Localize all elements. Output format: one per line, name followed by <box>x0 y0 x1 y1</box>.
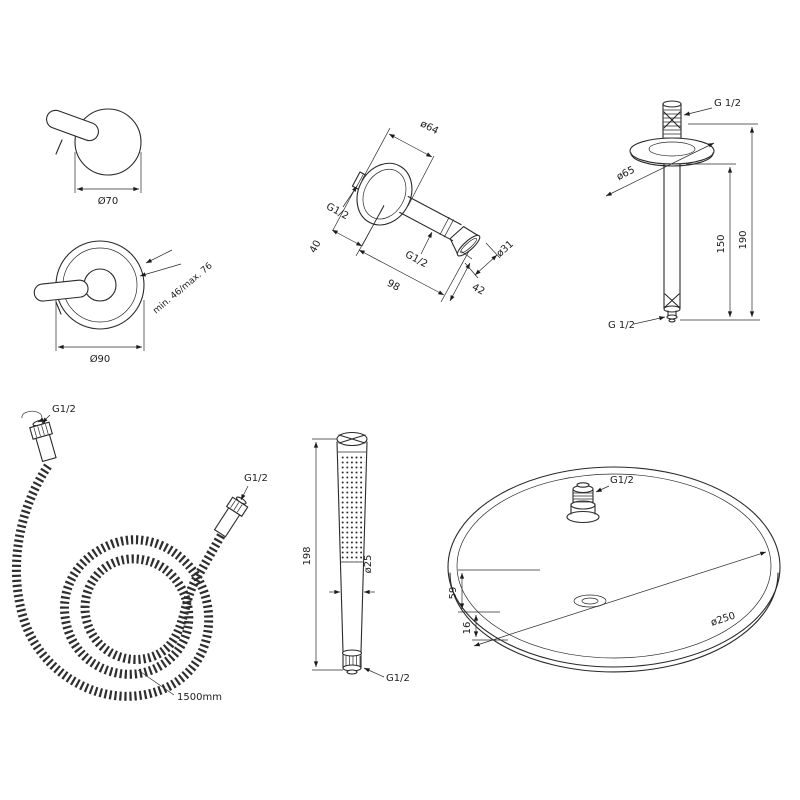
handle-hub <box>83 268 117 302</box>
dim-label-depth: min. 46/max. 76 <box>152 261 215 316</box>
thread-label-bottom: G 1/2 <box>608 320 635 331</box>
dim-label-16: 16 <box>462 622 473 635</box>
dim-label-98: 98 <box>385 278 401 294</box>
dim-label-dia31: ø31 <box>495 239 516 260</box>
dim-label-42: 42 <box>470 282 486 298</box>
rain-head-drawing: G1/2 59 16 ø250 <box>447 466 781 673</box>
pipe-cross <box>664 293 680 308</box>
dim-label-dia90: Ø90 <box>90 353 111 365</box>
dim-label-1500mm: 1500mm <box>177 692 222 703</box>
thread-label-hose-inlet: G1/2 <box>52 404 76 415</box>
escutcheon-circle <box>74 108 142 176</box>
shower-hose-drawing: G1/2 G1/2 1500mm <box>11 404 268 703</box>
mixer-trim-small-drawing: Ø70 <box>46 108 142 207</box>
mixer-handle <box>46 109 99 142</box>
handle-tab <box>55 301 62 315</box>
dim-label-dia70: Ø70 <box>98 195 119 207</box>
top-thread <box>662 103 682 141</box>
head-disc <box>447 466 781 668</box>
mixer-trim-large-drawing: min. 46/max. 76 Ø90 <box>33 240 215 365</box>
rotate-arrow-icon <box>21 410 45 423</box>
dim-label-dia65: ø65 <box>615 165 637 183</box>
thread-label-outlet: G1/2 <box>403 249 429 270</box>
hose-coil <box>11 463 226 701</box>
spray-cross <box>338 434 366 444</box>
mixer-handle <box>33 279 89 302</box>
handle-tab <box>55 139 63 155</box>
hose-fitting-inlet <box>29 419 57 463</box>
head-connector <box>566 482 600 524</box>
grip-texture <box>339 455 365 562</box>
elbow-pipe <box>399 195 462 242</box>
hand-shower-drawing: 198 ø25 G1/2 <box>302 431 410 684</box>
wall-flange <box>356 162 413 226</box>
dim-label-150: 150 <box>716 234 727 253</box>
thread-label-hose-outlet: G1/2 <box>244 473 268 484</box>
coupling-nut <box>342 654 362 669</box>
arm-pipe <box>663 154 681 309</box>
dim-label-198: 198 <box>302 546 313 565</box>
wall-outlet-elbow-drawing: ø64 G1/2 40 98 G1/2 42 ø31 <box>308 119 516 303</box>
wand-body <box>336 441 368 653</box>
dim-label-dia25: ø25 <box>363 555 374 574</box>
dim-label-40: 40 <box>308 239 324 255</box>
dim-label-59: 59 <box>448 587 459 600</box>
dim-label-190: 190 <box>738 230 749 249</box>
hose-fitting-outlet <box>213 496 249 538</box>
ceiling-arm-drawing: G 1/2 ø65 G 1/2 150 190 <box>605 98 760 331</box>
dim-label-dia64: ø64 <box>418 119 440 138</box>
handshower-holder <box>449 226 481 257</box>
thread-label-handshower: G1/2 <box>386 673 410 684</box>
thread-label-top: G 1/2 <box>714 98 741 109</box>
thread-cross <box>663 111 681 129</box>
thread-label-head: G1/2 <box>610 475 634 486</box>
